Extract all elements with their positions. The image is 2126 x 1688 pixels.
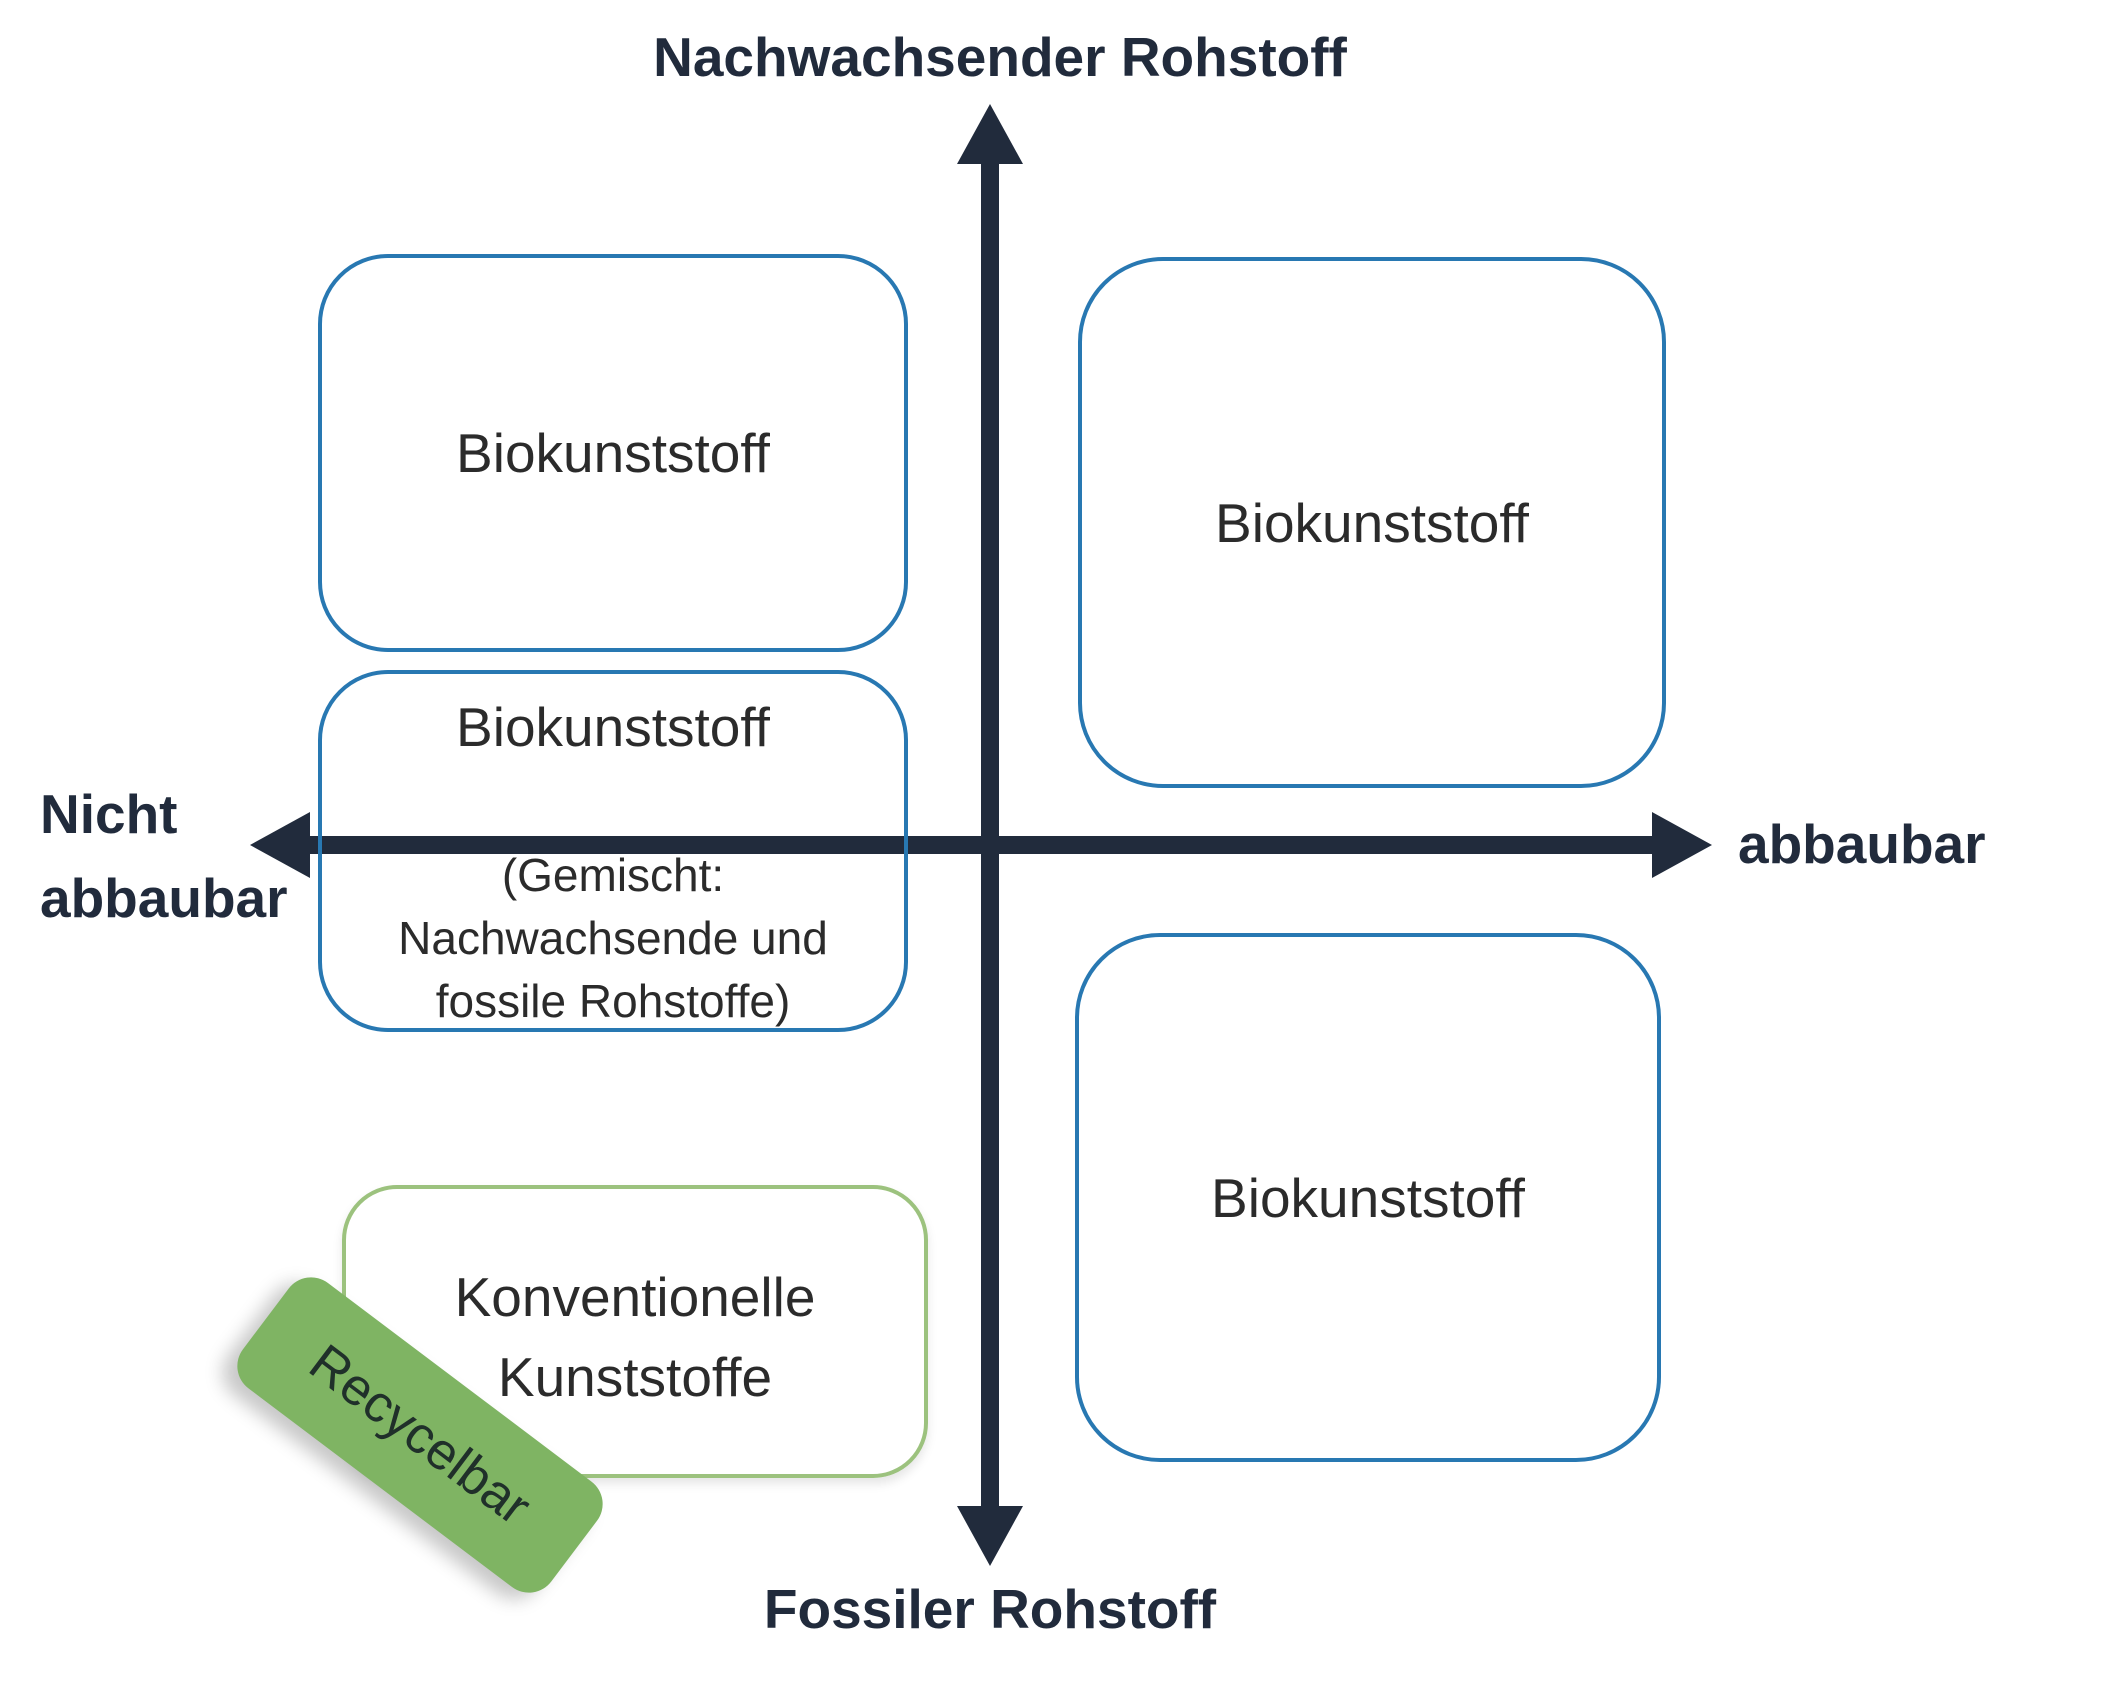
horizontal-axis-right-label: abbaubar [1738, 813, 1986, 875]
horizontal-axis [290, 836, 1668, 854]
vertical-axis-bottom-label: Fossiler Rohstoff [763, 1578, 1217, 1640]
box-label: Biokunststoff [1215, 491, 1529, 554]
box-sublabel-line3: fossile Rohstoffe) [435, 975, 791, 1027]
box-bioplastic-mixed: Biokunststoff (Gemischt: Nachwachsende u… [318, 670, 908, 1032]
box-sublabel-line2: Nachwachsende und [398, 912, 828, 964]
box-bioplastic-renewable-degradable: Biokunststoff [1078, 257, 1666, 788]
box-label: Biokunststoff [456, 696, 770, 758]
box-sublabel: (Gemischt: Nachwachsende und fossile Roh… [322, 844, 904, 1033]
box-bioplastic-renewable-nondegradable: Biokunststoff [318, 254, 908, 652]
horizontal-axis-arrowhead-left-icon [250, 812, 310, 878]
box-bioplastic-fossil-degradable: Biokunststoff [1075, 933, 1661, 1462]
horizontal-axis-left-label-line2: abbaubar [40, 867, 288, 929]
vertical-axis [981, 150, 999, 1515]
box-sublabel-line1: (Gemischt: [501, 849, 725, 901]
horizontal-axis-left-label: Nicht abbaubar [40, 772, 288, 940]
box-label-line2: Kunststoffe [497, 1345, 773, 1408]
horizontal-axis-left-label-line1: Nicht [40, 783, 178, 845]
vertical-axis-arrowhead-down-icon [957, 1506, 1023, 1566]
box-label: Biokunststoff [456, 422, 770, 484]
horizontal-axis-arrowhead-right-icon [1652, 812, 1712, 878]
vertical-axis-top-label: Nachwachsender Rohstoff [653, 26, 1347, 88]
box-conventional-plastics: Konventionelle Kunststoffe [342, 1185, 928, 1478]
box-label: Biokunststoff [1211, 1166, 1525, 1229]
vertical-axis-arrowhead-up-icon [957, 104, 1023, 164]
box-label-line1: Konventionelle [454, 1265, 816, 1328]
